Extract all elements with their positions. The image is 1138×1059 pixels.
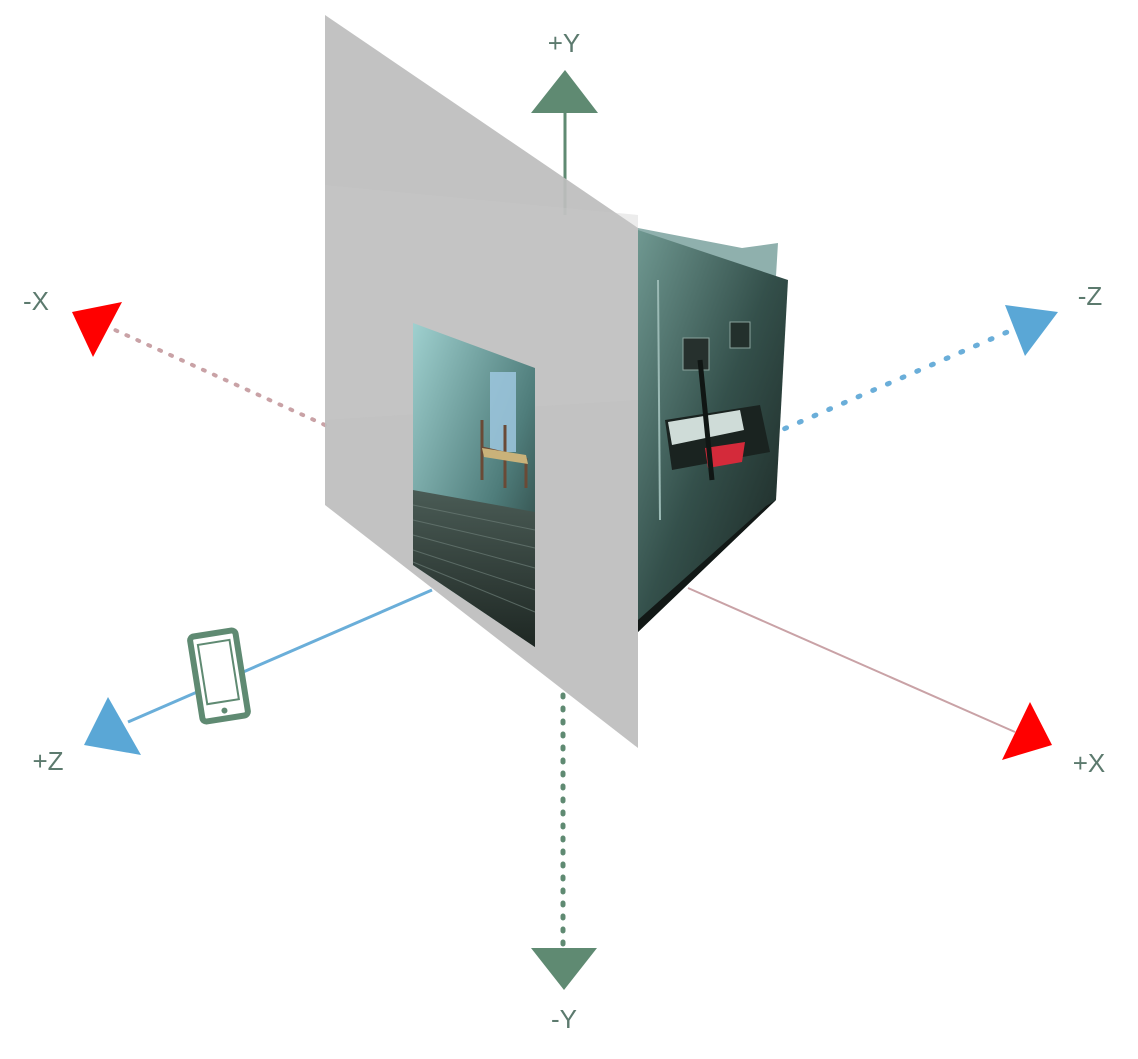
neg-x-arrowhead [72,302,122,357]
neg-z-axis [767,305,1058,438]
chair-seat [482,448,528,464]
neg-z-label: -Z [1078,281,1103,311]
neg-x-axis-line [113,328,327,427]
pos-z-axis [84,588,433,755]
room-window [412,323,536,647]
neg-y-axis [531,692,597,990]
neg-x-axis [72,302,327,427]
neg-z-axis-line [767,327,1015,438]
room-window-floor [413,490,535,647]
phone-device [187,627,251,725]
cube-top-sliver [638,228,778,276]
wall-picture-2 [729,321,751,349]
plane-inner-shade [325,185,638,420]
floor-boards [412,504,536,613]
pos-z-arrowhead [84,697,141,755]
bed-post [697,359,715,481]
room-cube [638,228,788,632]
bed-red-cover [705,442,745,468]
door-edge [657,279,661,521]
pos-z-label: +Z [32,746,63,776]
pos-y-label: +Y [548,28,581,58]
pos-y-arrowhead [531,70,598,113]
neg-y-arrowhead [531,948,597,990]
pos-x-axis-line [687,587,1016,733]
neg-x-label: -X [23,286,49,316]
wall-picture [682,337,710,371]
neg-z-arrowhead [1005,305,1058,356]
neg-y-label: -Y [551,1004,577,1034]
pos-x-arrowhead [1002,702,1052,760]
pos-z-axis-line [127,588,433,724]
pos-x-label: +X [1073,748,1106,778]
room-window-light [490,372,516,452]
pos-x-axis [687,587,1052,760]
phone-icon [187,627,251,725]
cube-floor-edge [638,500,776,632]
